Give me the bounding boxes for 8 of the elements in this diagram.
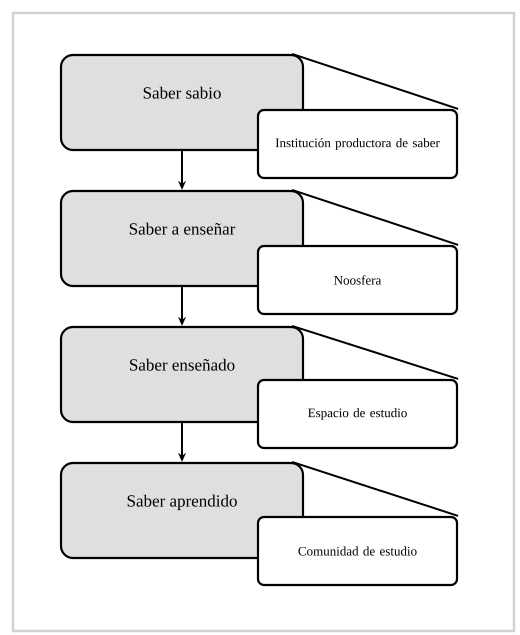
callout-line xyxy=(292,460,458,517)
stage-box: Saber enseñado xyxy=(60,326,304,424)
agent-box: Noosfera xyxy=(256,244,458,316)
callout-line xyxy=(292,52,458,110)
agent-box: Espacio de estudio xyxy=(256,378,458,450)
agent-box: Comunidad de estudio xyxy=(256,516,458,586)
stage-box: Saber a enseñar xyxy=(60,190,304,288)
agent-box: Institución productora de saber xyxy=(256,108,458,180)
